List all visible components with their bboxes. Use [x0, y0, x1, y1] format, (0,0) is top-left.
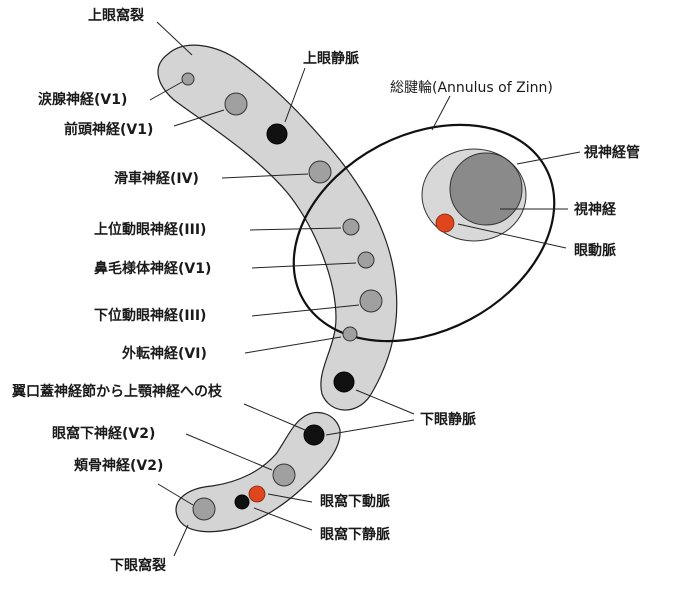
label-optic-canal: 視神経管 [583, 144, 640, 161]
label-superior-ophthalmic-vein: 上眼静脈 [303, 50, 359, 67]
zygomatic-nerve-dot [192, 497, 216, 521]
label-infraorbital-nerve: 眼窩下神経(V2) [52, 425, 155, 442]
oculomotor-superior-dot [342, 218, 360, 236]
label-oculomotor-inferior: 下位動眼神経(III) [94, 307, 206, 324]
label-infraorbital-artery: 眼窩下動脈 [320, 493, 390, 510]
label-lacrimal-nerve: 涙腺神経(V1) [38, 91, 127, 108]
ophthalmic-artery-dot [435, 213, 455, 233]
infraorbital-nerve-dot [272, 463, 296, 487]
oculomotor-inferior-dot [359, 289, 383, 313]
frontal-nerve-dot [224, 92, 248, 116]
infraorbital-vein-dot [234, 494, 250, 510]
label-abducens-nerve: 外転神経(VI) [122, 345, 207, 362]
leader-lines [149, 21, 581, 557]
label-superior-orbital-fissure: 上眼窩裂 [88, 7, 144, 24]
optic-nerve-shape [449, 152, 523, 226]
annulus-of-zinn [292, 123, 556, 343]
nasociliary-nerve-dot [357, 251, 375, 269]
abducens-nerve-dot [342, 326, 358, 342]
superior-orbital-fissure-shape [157, 44, 398, 411]
label-zygomatic-nerve: 頬骨神経(V2) [74, 457, 163, 474]
label-nasociliary-nerve: 鼻毛様体神経(V1) [94, 260, 211, 277]
superior-ophthalmic-vein-dot [266, 123, 288, 145]
inferior-orbital-fissure-shape [175, 411, 341, 533]
label-frontal-nerve: 前頭神経(V1) [64, 121, 153, 138]
label-pterygopalatine-branch: 翼口蓋神経節から上顎神経への枝 [11, 383, 223, 400]
lacrimal-nerve-dot [181, 72, 195, 86]
label-oculomotor-superior: 上位動眼神経(III) [94, 221, 206, 238]
label-inferior-orbital-fissure: 下眼窩裂 [110, 557, 166, 574]
label-annulus-of-zinn: 総腱輪(Annulus of Zinn) [390, 79, 553, 96]
label-ophthalmic-artery: 眼動脈 [574, 242, 616, 259]
label-optic-nerve: 視神経 [573, 201, 617, 218]
inferior-ophthalmic-vein-lower-dot [303, 424, 325, 446]
label-infraorbital-vein: 眼窩下静脈 [320, 526, 390, 543]
label-inferior-ophthalmic-vein: 下眼静脈 [420, 411, 476, 428]
inferior-ophthalmic-vein-upper-dot [333, 371, 355, 393]
infraorbital-artery-dot [248, 485, 266, 503]
trochlear-nerve-dot [308, 160, 332, 184]
label-trochlear-nerve: 滑車神経(IV) [114, 170, 199, 187]
